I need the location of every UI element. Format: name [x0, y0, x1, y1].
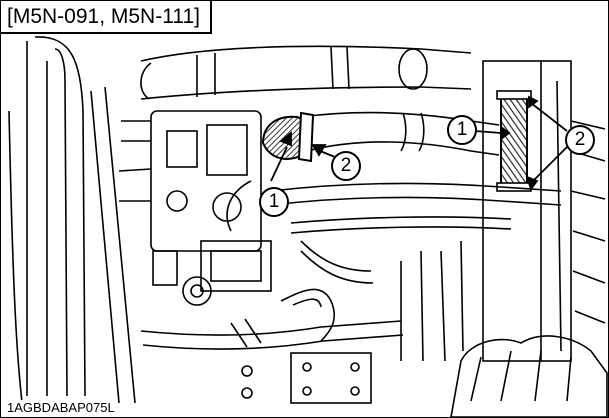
hose-clamp: [297, 111, 315, 163]
lower-hoses: [140, 240, 464, 404]
callout-1-left: 1: [259, 187, 289, 217]
figure-code: 1AGBDABAP075L: [4, 400, 118, 416]
left-frame-rails: [8, 36, 136, 412]
model-label: [M5N-091, M5N-111]: [1, 1, 212, 34]
intercooler: [482, 60, 606, 362]
callout-leader-lines: [270, 95, 568, 191]
coolant-pipes: [226, 180, 562, 284]
callout-2-left: 2: [331, 151, 361, 181]
wheel-tread: [450, 335, 608, 417]
callout-1-right: 1: [447, 115, 477, 145]
callout-2-right: 2: [565, 125, 595, 155]
intake-pipe: [140, 45, 472, 100]
engine-block: [118, 110, 272, 306]
